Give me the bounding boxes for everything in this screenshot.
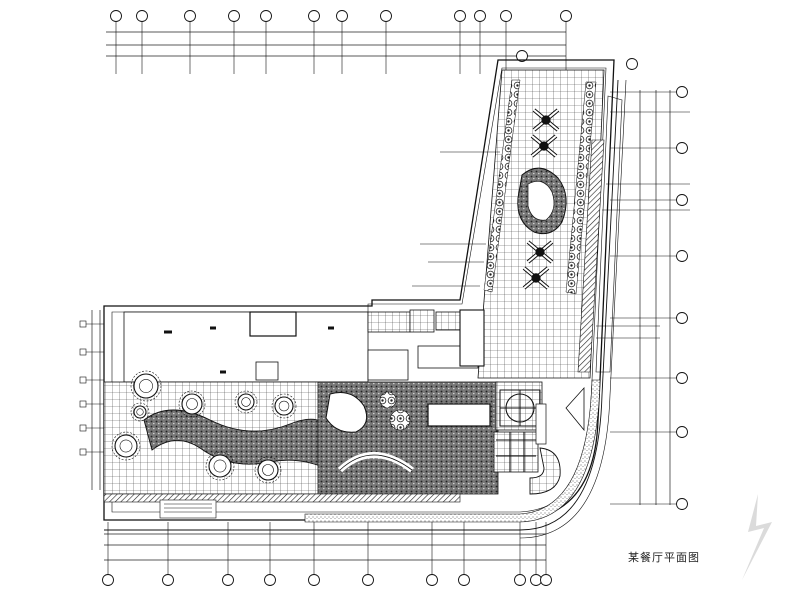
x-table-cluster xyxy=(522,266,550,290)
top-axis-bubble xyxy=(516,50,528,62)
right-axis-bubble xyxy=(626,58,638,70)
top-axis-bubble xyxy=(110,10,122,22)
top-axis-bubble xyxy=(260,10,272,22)
bottom-axis-bubble xyxy=(530,574,542,586)
bottom-axis-bubble xyxy=(308,574,320,586)
left-axis-tick xyxy=(79,448,87,456)
left-axis-tick xyxy=(79,348,87,356)
bottom-axis-bubble xyxy=(426,574,438,586)
south-wall-strip xyxy=(103,493,461,519)
round-table xyxy=(254,456,282,484)
round-table xyxy=(178,390,206,418)
right-dimension-column xyxy=(639,90,671,505)
x-table-clusters xyxy=(522,108,560,290)
right-axis-bubble xyxy=(676,142,688,154)
outer-road-curve xyxy=(104,79,619,531)
top-axis-bubble xyxy=(184,10,196,22)
round-table xyxy=(271,393,297,419)
right-axis-bubble xyxy=(676,498,688,510)
top-axis-bubble xyxy=(136,10,148,22)
top-axis-bubbles xyxy=(110,10,572,74)
gravel-border-strip xyxy=(304,379,601,523)
top-axis-bubble xyxy=(308,10,320,22)
south-wing-rooms xyxy=(123,309,485,383)
left-dimension-column xyxy=(91,310,101,490)
bottom-axis-bubble xyxy=(222,574,234,586)
x-table-cluster xyxy=(532,108,560,132)
bottom-axis-bubble xyxy=(264,574,276,586)
bottom-axis-bubble xyxy=(458,574,470,586)
left-axis-tick xyxy=(79,400,87,408)
bottom-axis-bubbles xyxy=(102,522,552,586)
rock-feature xyxy=(517,167,567,235)
round-dining-tables xyxy=(111,370,297,484)
right-axis-bubble xyxy=(676,194,688,206)
left-axis-tick xyxy=(79,424,87,432)
right-axis-bubbles xyxy=(610,58,688,510)
bottom-axis-bubble xyxy=(102,574,114,586)
x-table-cluster xyxy=(526,240,554,264)
corner-terrace xyxy=(493,381,561,495)
bottom-axis-bubble xyxy=(362,574,374,586)
bottom-axis-bubble xyxy=(540,574,552,586)
round-table xyxy=(130,370,162,402)
central-garden xyxy=(317,381,499,495)
right-axis-bubble xyxy=(676,426,688,438)
round-table xyxy=(234,390,258,414)
right-axis-bubble xyxy=(676,86,688,98)
top-axis-bubble xyxy=(380,10,392,22)
bottom-axis-bubble xyxy=(514,574,526,586)
dining-terrace xyxy=(103,381,331,495)
round-table xyxy=(130,402,150,422)
top-axis-bubble xyxy=(560,10,572,22)
corner-stair xyxy=(565,386,585,432)
left-axis-tick xyxy=(79,376,87,384)
top-axis-bubble xyxy=(336,10,348,22)
top-dimension-row xyxy=(106,31,566,57)
drawing-title: 某餐厅平面图 xyxy=(628,551,700,564)
left-axis-ticks xyxy=(79,320,104,456)
right-axis-bubble xyxy=(676,312,688,324)
top-axis-bubble xyxy=(228,10,240,22)
round-table xyxy=(111,431,141,461)
leader-lines xyxy=(412,111,690,339)
outer-road-curve-2 xyxy=(519,79,627,539)
left-axis-tick xyxy=(79,320,87,328)
round-table xyxy=(205,451,235,481)
bottom-axis-bubble xyxy=(162,574,174,586)
top-axis-bubble xyxy=(474,10,486,22)
site-logo-mark-icon xyxy=(742,494,772,580)
right-axis-bubble xyxy=(676,250,688,262)
right-axis-bubble xyxy=(676,372,688,384)
bottom-dimension-row xyxy=(104,533,546,561)
x-table-cluster xyxy=(530,134,558,158)
top-axis-bubble xyxy=(454,10,466,22)
top-axis-bubble xyxy=(500,10,512,22)
